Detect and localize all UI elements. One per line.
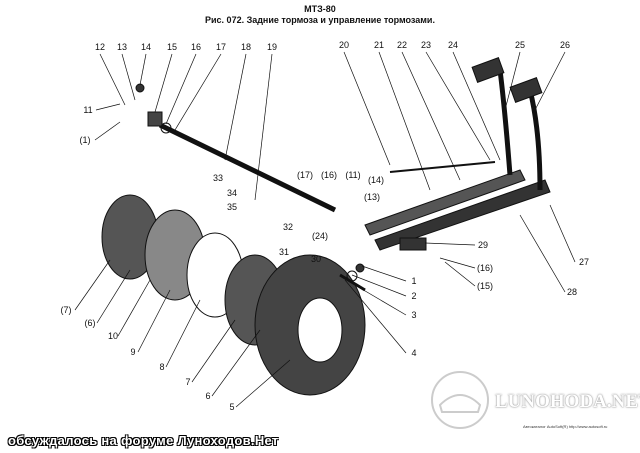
label-22: 22: [397, 40, 407, 50]
label-26: 26: [560, 40, 570, 50]
brake-rod: [158, 122, 337, 213]
drum-hub: [297, 297, 343, 363]
label-35: 35: [227, 202, 237, 212]
bolt-13: [135, 83, 145, 93]
label-6: 6: [205, 391, 210, 401]
label-19: 19: [267, 42, 277, 52]
label-17: 17: [216, 42, 226, 52]
label-28: 28: [567, 287, 577, 297]
parts: [101, 57, 551, 396]
label-21: 21: [374, 40, 384, 50]
forum-footer: обсуждалось на форуме Луноходов.Нет: [8, 433, 279, 448]
diagram-caption: Рис. 072. Задние тормоза и управление то…: [205, 15, 435, 25]
label-3: 3: [411, 310, 416, 320]
label-14-paren: (14): [368, 175, 384, 185]
label-10: 10: [108, 331, 118, 341]
label-15-paren: (15): [477, 281, 493, 291]
label-13: 13: [117, 42, 127, 52]
label-11-paren: (11): [345, 170, 360, 180]
pedal-pad-26: [509, 77, 543, 103]
label-17-paren: (17): [297, 170, 313, 180]
label-25: 25: [515, 40, 525, 50]
label-20: 20: [339, 40, 349, 50]
label-23: 23: [421, 40, 431, 50]
pedal-pad-24: [471, 57, 505, 83]
watermark-text: LUNOHODA.NET: [495, 391, 640, 412]
label-14: 14: [141, 42, 151, 52]
diagram-model: МТЗ-80: [304, 4, 336, 14]
label-16-paren-b: (16): [477, 263, 493, 273]
label-16-paren: (16): [321, 170, 337, 180]
label-16: 16: [191, 42, 201, 52]
label-6-paren: (6): [85, 318, 96, 328]
pin-4: [339, 273, 366, 292]
leader-lines: [74, 51, 576, 408]
part-labels: 12 13 14 15 16 17 18 19 20 21 22 23 24 2…: [61, 40, 590, 412]
label-12: 12: [95, 42, 105, 52]
washer-16: [160, 122, 172, 134]
label-7-paren: (7): [61, 305, 72, 315]
bushing-29: [399, 237, 427, 251]
label-18: 18: [241, 42, 251, 52]
label-11: 11: [83, 105, 92, 115]
label-13-paren: (13): [364, 192, 380, 202]
label-31: 31: [279, 247, 289, 257]
pedal-25: [497, 69, 513, 176]
label-5: 5: [229, 402, 234, 412]
label-24: 24: [448, 40, 458, 50]
label-27: 27: [579, 257, 589, 267]
label-34: 34: [227, 188, 237, 198]
label-2: 2: [411, 291, 416, 301]
spring-23: [389, 161, 496, 173]
cross-shaft-22: [374, 179, 551, 251]
label-1: 1: [411, 276, 416, 286]
label-30: 30: [311, 254, 321, 264]
label-8: 8: [159, 362, 164, 372]
bracket-15: [147, 111, 163, 127]
label-9: 9: [130, 347, 135, 357]
label-15: 15: [167, 42, 177, 52]
label-4: 4: [411, 348, 416, 358]
label-24-paren: (24): [312, 231, 328, 241]
cross-shaft-21: [364, 169, 526, 236]
label-29: 29: [478, 240, 488, 250]
label-33: 33: [213, 173, 223, 183]
label-7: 7: [185, 377, 190, 387]
credit-text: Автокаталог AutoSoft(R) http://www.autos…: [523, 424, 608, 429]
watermark-logo-icon: [431, 371, 489, 429]
pedal-26: [527, 89, 543, 191]
nut-1: [355, 263, 365, 273]
label-1-paren: (1): [80, 135, 91, 145]
label-32: 32: [283, 222, 293, 232]
